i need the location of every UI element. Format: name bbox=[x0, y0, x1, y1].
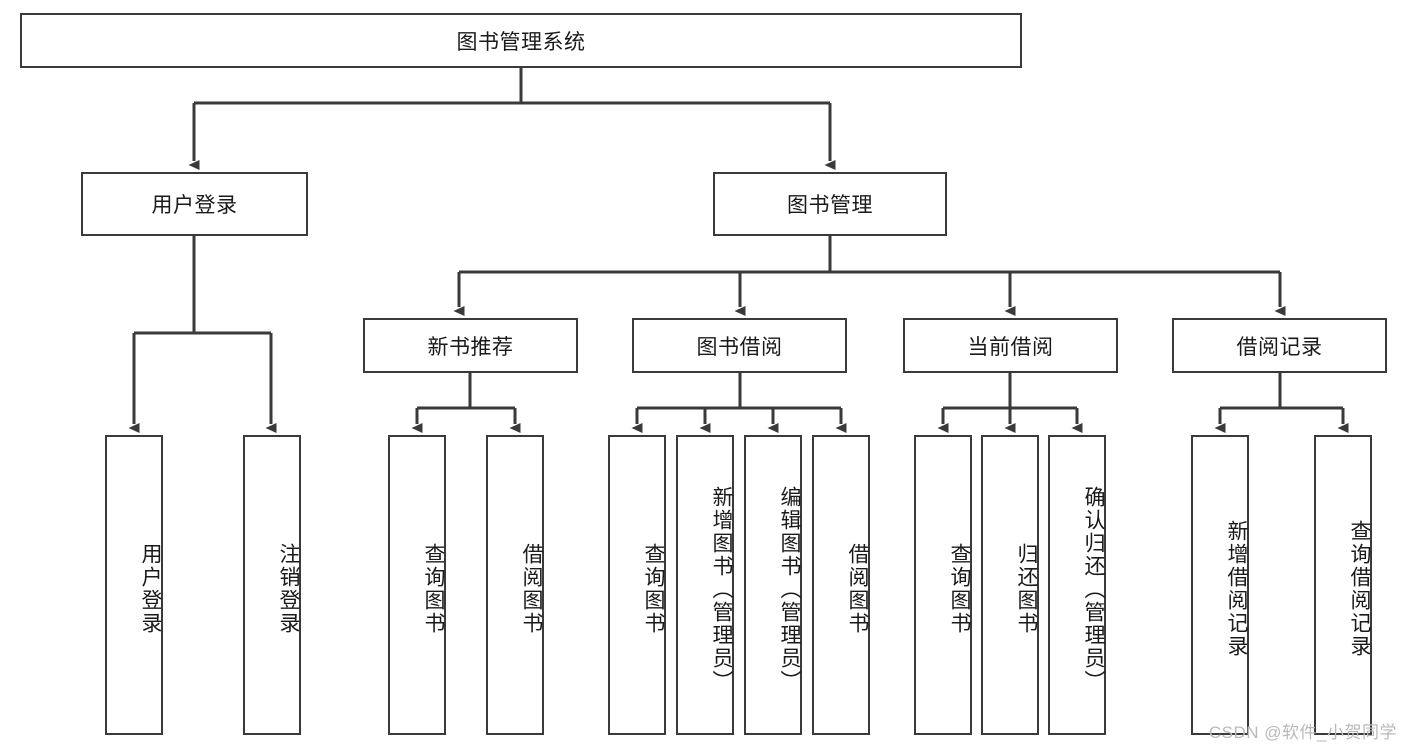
node-borrow-record-label: 借阅记录 bbox=[1236, 335, 1323, 359]
node-new-book-recommend[interactable]: 新书推荐 bbox=[363, 318, 578, 373]
leaf-return-book-label: 归还图书 bbox=[1015, 543, 1038, 635]
watermark: CSDN @软件_小贺同学 bbox=[1208, 723, 1397, 742]
leaf-confirm-return-admin[interactable]: 确认归还（管理员） bbox=[1048, 435, 1106, 735]
leaf-borrow-book-newbook-label: 借阅图书 bbox=[520, 543, 543, 635]
leaf-add-book-admin[interactable]: 新增图书（管理员） bbox=[676, 435, 734, 735]
leaf-logout[interactable]: 注销登录 bbox=[243, 435, 301, 735]
leaf-logout-label: 注销登录 bbox=[277, 543, 300, 635]
leaf-borrow-book-newbook[interactable]: 借阅图书 bbox=[486, 435, 544, 735]
leaf-borrow-book-label: 借阅图书 bbox=[846, 543, 869, 635]
leaf-borrow-book[interactable]: 借阅图书 bbox=[812, 435, 870, 735]
leaf-query-book-current-label: 查询图书 bbox=[948, 543, 971, 635]
node-borrow-record[interactable]: 借阅记录 bbox=[1172, 318, 1387, 373]
leaf-query-book-newbook[interactable]: 查询图书 bbox=[388, 435, 446, 735]
node-book-management-label: 图书管理 bbox=[787, 194, 873, 217]
node-root-label: 图书管理系统 bbox=[456, 30, 586, 54]
node-user-login[interactable]: 用户登录 bbox=[81, 172, 308, 236]
leaf-query-borrow-record-label: 查询借阅记录 bbox=[1348, 520, 1371, 658]
leaf-edit-book-admin[interactable]: 编辑图书（管理员） bbox=[744, 435, 802, 735]
leaf-return-book[interactable]: 归还图书 bbox=[981, 435, 1039, 735]
leaf-confirm-return-admin-label: 确认归还（管理员） bbox=[1082, 485, 1105, 693]
leaf-edit-book-admin-label: 编辑图书（管理员） bbox=[778, 485, 801, 693]
node-current-borrow-label: 当前借阅 bbox=[967, 335, 1054, 359]
leaf-query-book-borrow[interactable]: 查询图书 bbox=[608, 435, 666, 735]
leaf-add-borrow-record-label: 新增借阅记录 bbox=[1225, 520, 1248, 658]
leaf-query-book-current[interactable]: 查询图书 bbox=[914, 435, 972, 735]
leaf-user-login-label: 用户登录 bbox=[139, 543, 162, 635]
leaf-add-book-admin-label: 新增图书（管理员） bbox=[710, 485, 733, 693]
leaf-user-login[interactable]: 用户登录 bbox=[105, 435, 163, 735]
leaf-query-book-borrow-label: 查询图书 bbox=[642, 543, 665, 635]
leaf-query-borrow-record[interactable]: 查询借阅记录 bbox=[1314, 435, 1372, 735]
node-user-login-label: 用户登录 bbox=[151, 194, 238, 217]
node-current-borrow[interactable]: 当前借阅 bbox=[903, 318, 1118, 373]
node-new-book-recommend-label: 新书推荐 bbox=[427, 335, 514, 359]
leaf-query-book-newbook-label: 查询图书 bbox=[422, 543, 445, 635]
node-root[interactable]: 图书管理系统 bbox=[20, 13, 1022, 68]
node-book-borrow[interactable]: 图书借阅 bbox=[632, 318, 847, 373]
node-book-borrow-label: 图书借阅 bbox=[696, 335, 783, 359]
leaf-add-borrow-record[interactable]: 新增借阅记录 bbox=[1191, 435, 1249, 735]
node-book-management[interactable]: 图书管理 bbox=[713, 172, 947, 236]
